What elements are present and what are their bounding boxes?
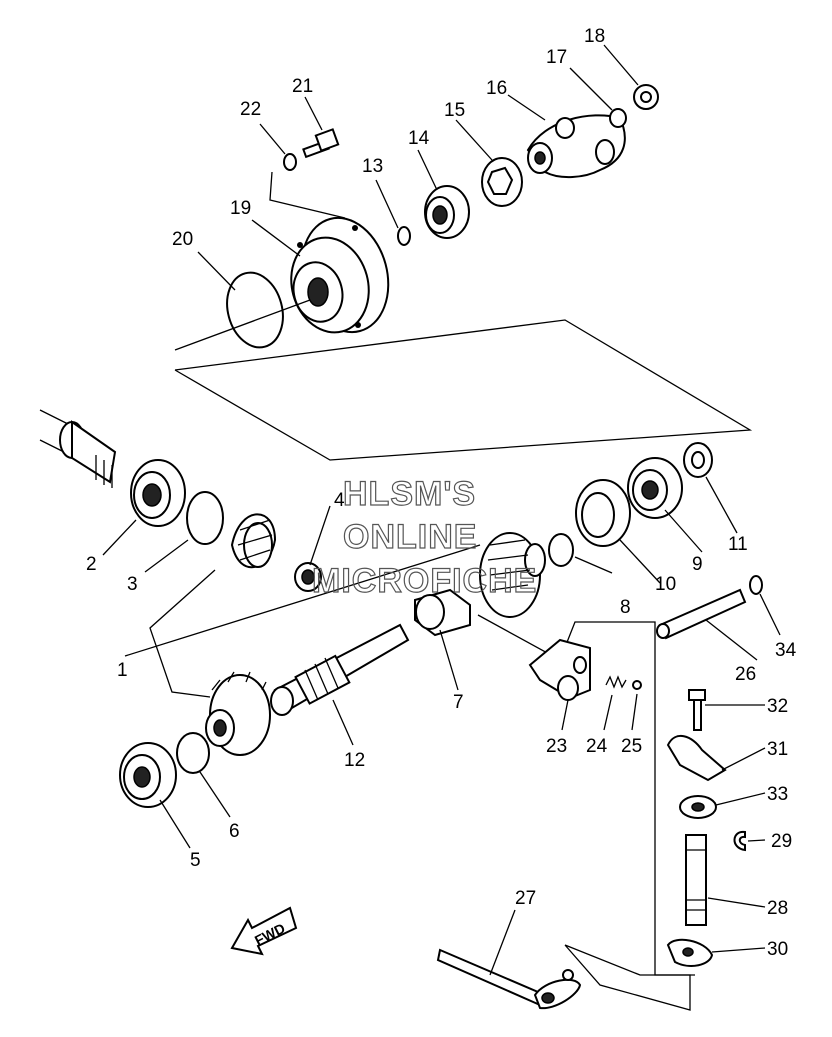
part-7-dog-clutch[interactable] (414, 588, 471, 637)
callout-15: 15 (444, 100, 465, 121)
callout-29: 29 (771, 831, 792, 852)
callout-31: 31 (767, 739, 788, 760)
watermark-line-1: HLSM'S (343, 475, 476, 513)
part-16-yoke[interactable] (526, 114, 626, 178)
callout-16: 16 (486, 78, 507, 99)
fwd-arrow-icon: FWD (230, 906, 298, 956)
callout-23: 23 (546, 736, 567, 757)
part-2-bearing[interactable] (130, 459, 186, 527)
part-21-bolt[interactable] (302, 128, 340, 159)
drive-shaft-stub (39, 409, 117, 488)
callout-20: 20 (172, 229, 193, 250)
pinion-gear[interactable] (205, 671, 271, 756)
callout-30: 30 (767, 939, 788, 960)
callout-14: 14 (408, 128, 430, 149)
callout-2: 2 (86, 554, 97, 575)
part-31-plate[interactable] (666, 735, 727, 782)
part-4-circlip[interactable] (294, 562, 322, 592)
part-12-shaft[interactable] (270, 623, 410, 716)
part-28-shaft[interactable] (685, 834, 707, 926)
callout-11: 11 (728, 534, 748, 555)
callout-25: 25 (621, 736, 642, 757)
callout-18: 18 (584, 26, 605, 47)
part-32-bolt[interactable] (688, 689, 706, 731)
part-6-shim[interactable] (176, 732, 210, 774)
part-30-lever[interactable] (666, 938, 714, 967)
watermark: HLSM'S ONLINE MICROFICHE (311, 474, 537, 600)
part-18-nut[interactable] (633, 84, 659, 110)
assembly-line-22-19 (269, 171, 346, 219)
callout-9: 9 (692, 554, 703, 575)
part-26-shift-rod[interactable] (656, 588, 747, 640)
callout-5: 5 (190, 850, 201, 871)
leader-lines (102, 44, 781, 976)
part-20-gasket[interactable] (219, 266, 291, 353)
part-10-clutch[interactable] (575, 479, 631, 547)
callout-13: 13 (362, 156, 383, 177)
callout-10: 10 (655, 574, 676, 595)
callout-24: 24 (586, 736, 608, 757)
part-1-gear-cone[interactable] (230, 513, 277, 568)
callout-17: 17 (546, 47, 567, 68)
part-5-bearing[interactable] (119, 742, 177, 808)
assembly-outline-upper (174, 319, 753, 461)
part-11-retainer[interactable] (683, 442, 713, 478)
callout-32: 32 (767, 696, 788, 717)
part-8-shim[interactable] (548, 533, 574, 567)
part-29-clip[interactable] (733, 830, 746, 852)
callout-6: 6 (229, 821, 240, 842)
part-22-washer[interactable] (283, 153, 297, 171)
part-33-collar[interactable] (679, 795, 717, 819)
part-3-shim[interactable] (186, 491, 224, 545)
part-17-washer[interactable] (609, 108, 627, 128)
ring-gear[interactable] (479, 532, 546, 618)
callout-26: 26 (735, 664, 756, 685)
callout-labels: 1 2 3 4 5 6 7 8 9 10 11 12 13 14 15 16 1… (86, 26, 797, 960)
callout-28: 28 (767, 898, 788, 919)
callout-8: 8 (620, 597, 631, 618)
watermark-line-3: MICROFICHE (312, 562, 537, 600)
callout-34: 34 (775, 640, 797, 661)
part-25-ball[interactable] (632, 680, 642, 690)
callout-22: 22 (240, 99, 261, 120)
part-14-bearing[interactable] (424, 185, 470, 239)
watermark-line-2: ONLINE (343, 518, 477, 556)
part-24-spring[interactable] (605, 675, 627, 689)
callout-12: 12 (344, 750, 365, 771)
part-27-shift-rod[interactable] (436, 948, 582, 1010)
part-9-bearing[interactable] (627, 457, 683, 519)
part-15-oil-seal[interactable] (481, 157, 523, 207)
part-34-o-ring[interactable] (749, 575, 763, 595)
part-19-housing[interactable] (281, 208, 401, 342)
callout-4: 4 (334, 490, 345, 511)
callout-19: 19 (230, 198, 251, 219)
callout-21: 21 (292, 76, 313, 97)
assembly-outline-lower (564, 944, 691, 1011)
callout-1: 1 (117, 660, 128, 681)
callout-7: 7 (453, 692, 464, 713)
part-13-washer[interactable] (397, 226, 411, 246)
callout-3: 3 (127, 574, 138, 595)
callout-33: 33 (767, 784, 788, 805)
callout-27: 27 (515, 888, 536, 909)
